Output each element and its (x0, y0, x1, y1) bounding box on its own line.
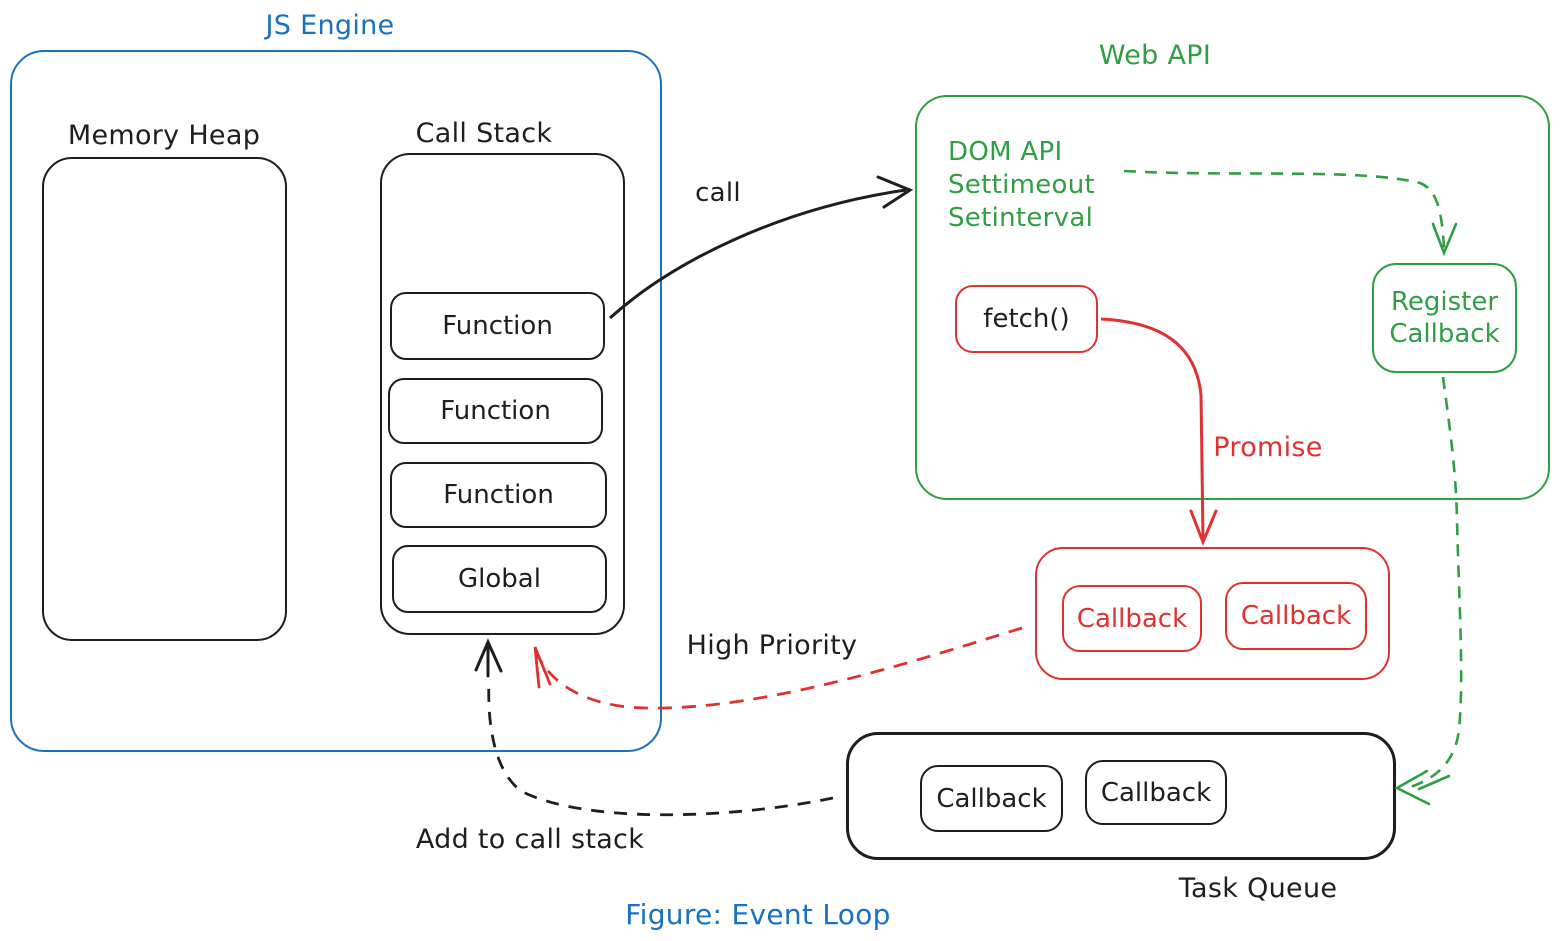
stack-frame-function-2: Function (388, 378, 603, 444)
stack-frame-global: Global (392, 545, 607, 613)
stack-frame-function-3: Function (390, 462, 607, 528)
api-item-setinterval: Setinterval (948, 203, 1094, 233)
add-to-call-stack-label: Add to call stack (415, 824, 645, 855)
call-arrowhead (876, 175, 914, 209)
call-stack-label: Call Stack (415, 118, 553, 149)
figure-caption: Figure: Event Loop (625, 898, 891, 931)
fetch-box: fetch() (955, 285, 1098, 353)
memory-heap-label: Memory Heap (67, 120, 261, 151)
register-to-task-queue-arrowhead-2 (1417, 774, 1451, 791)
microtask-callback-2: Callback (1225, 582, 1367, 650)
js-engine-title: JS Engine (265, 10, 395, 41)
api-item-dom-api: DOM API (948, 137, 1063, 167)
high-priority-label: High Priority (686, 630, 858, 661)
register-to-task-queue-arrowhead (1394, 769, 1431, 806)
web-api-box (915, 95, 1550, 500)
microtask-callback-1: Callback (1062, 585, 1202, 652)
promise-arrowhead (1189, 509, 1218, 547)
web-api-title: Web API (1098, 40, 1212, 71)
stack-frame-function-1: Function (390, 292, 605, 360)
call-arrow-label: call (695, 178, 741, 208)
promise-arrow-label: Promise (1213, 432, 1323, 463)
js-engine-box (10, 50, 662, 752)
register-callback-box: Register Callback (1372, 263, 1517, 373)
web-api-list: DOM API Settimeout Setinterval (948, 136, 1095, 235)
microtask-queue-box (1035, 547, 1390, 680)
memory-heap-box (42, 157, 287, 641)
api-item-settimeout: Settimeout (948, 170, 1096, 200)
task-queue-callback-2: Callback (1085, 760, 1227, 825)
task-queue-label: Task Queue (1178, 873, 1338, 904)
task-queue-callback-1: Callback (920, 765, 1063, 832)
call-stack-box (380, 153, 625, 635)
